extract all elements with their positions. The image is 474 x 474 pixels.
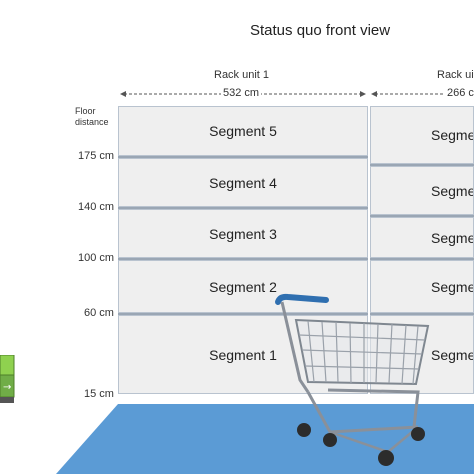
tick-15: 15 cm xyxy=(84,388,114,400)
shelf-line xyxy=(118,156,368,158)
rack-unit-1-label: Rack unit 1 xyxy=(214,69,270,81)
diagram-title: Status quo front view xyxy=(250,22,391,39)
rack2-segment-3: Segme xyxy=(370,217,474,258)
shelf-line xyxy=(118,207,368,209)
shelf-line xyxy=(370,164,474,166)
shelf-line xyxy=(370,258,474,260)
tick-175: 175 cm xyxy=(78,150,115,162)
floor-distance-label: Floor distance xyxy=(75,106,109,127)
shelf-line xyxy=(370,215,474,217)
tick-140: 140 cm xyxy=(78,201,115,213)
rack1-segment-2: Segment 2 xyxy=(118,260,368,313)
tick-100: 100 cm xyxy=(78,252,115,264)
svg-text:→: → xyxy=(3,382,11,393)
shelf-line xyxy=(118,258,368,260)
rack2-segment-5: Segme xyxy=(370,106,474,164)
rack-unit-1-width: 532 cm xyxy=(221,87,262,99)
shelf-line xyxy=(370,313,474,315)
shopping-cart-icon xyxy=(275,293,430,466)
rack1-segment-3: Segment 3 xyxy=(118,209,368,258)
rack1-segment-5: Segment 5 xyxy=(118,106,368,156)
tick-60: 60 cm xyxy=(84,307,114,319)
rack-unit-2-label: Rack ui xyxy=(437,69,474,81)
rack2-segment-4: Segme xyxy=(370,166,474,215)
rack1-segment-4: Segment 4 xyxy=(118,158,368,207)
shelf-line xyxy=(118,313,368,315)
green-box-icon: → xyxy=(0,355,15,403)
rack-unit-2-width: 266 c xyxy=(445,87,474,99)
